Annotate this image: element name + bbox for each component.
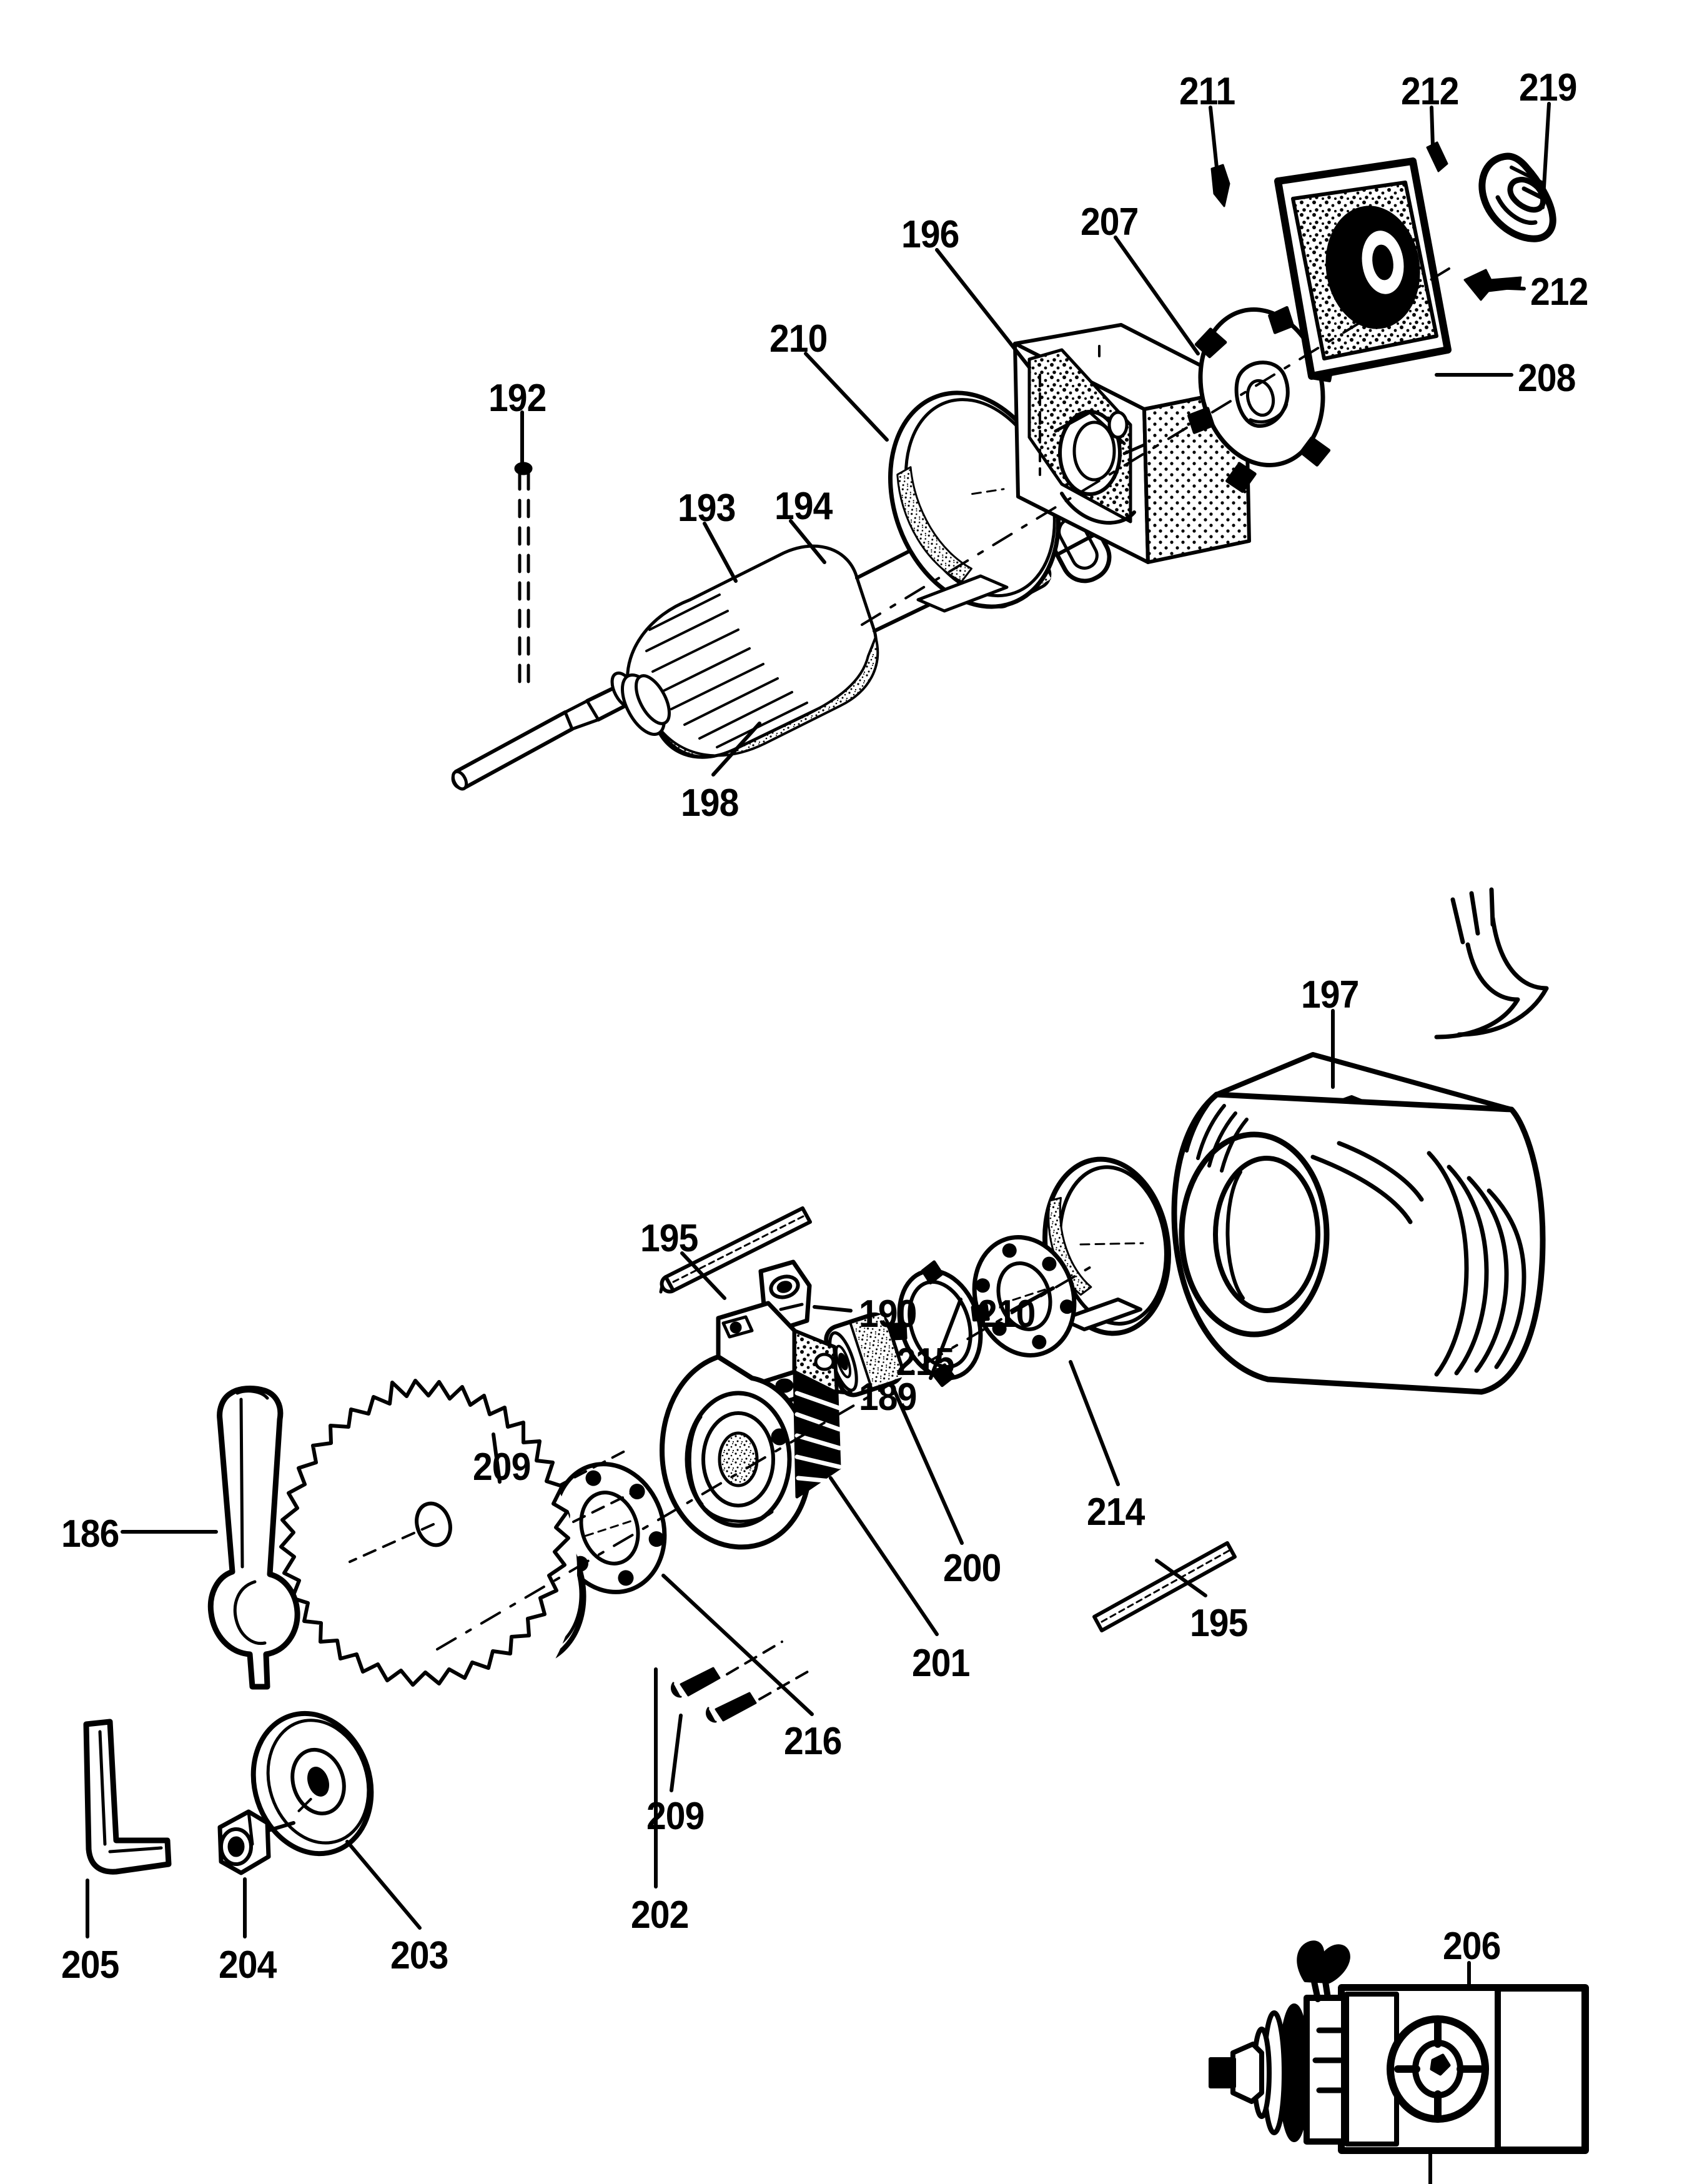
leader-195-right [1155,1559,1207,1597]
callout-207-cooling-fan: 207 [1081,201,1139,244]
callout-205-hex-key-allen-wrench: 205 [61,1943,119,1987]
leader-209-upper [492,1432,502,1484]
part-198-armature [451,518,988,791]
callout-210-o-ring-gasket: 210 [769,317,828,360]
leader-210-lower [1010,1286,1055,1313]
callout-198-armature-assembly: 198 [681,782,739,825]
leader-209-lower [670,1714,683,1792]
callout-219-cord-clip: 219 [1519,66,1577,109]
leader-189 [813,1387,853,1395]
callout-193-ball-bearing: 193 [678,487,736,530]
callout-190-spindle-lock-button: 190 [859,1293,917,1336]
callout-200-ball-bearing: 200 [943,1547,1001,1590]
leader-219 [1541,102,1551,209]
leader-193 [703,522,738,583]
leader-212-right [1493,285,1526,290]
part-212-screw-right [1463,269,1522,301]
callout-204-arbor-nut: 204 [219,1943,277,1987]
leader-203 [345,1840,422,1930]
callout-201-worm-gear-pinion: 201 [912,1642,970,1685]
callout-210-o-ring-gasket: 210 [977,1293,1036,1336]
part-203-blade-washer [250,1710,374,1857]
part-212-screw-upper [1426,141,1448,172]
callout-208-end-cap-cover: 208 [1518,357,1576,400]
leader-215 [929,1298,962,1380]
part-201-gearcase-worm [660,1301,842,1550]
callout-215-gasket-plate: 215 [896,1341,954,1384]
callout-202-outer-blade-flange: 202 [631,1894,689,1937]
leader-212-upper [1430,106,1435,148]
leader-lines [86,102,1551,2184]
callout-209-screw: 209 [473,1446,531,1489]
part-207-fan [1187,305,1335,493]
part-205-hex-key [83,1719,172,1875]
leader-198 [711,722,761,777]
leader-194 [789,519,826,564]
callout-216-inner-blade-flange: 216 [784,1720,842,1763]
callout-197-field-motor-housing: 197 [1301,973,1359,1016]
leader-190 [813,1305,853,1313]
callout-206-complete-motor-assembly: 206 [1443,1925,1501,1968]
leader-214 [1069,1360,1120,1486]
part-219-cord-clip [1478,152,1556,242]
part-209-screws-lower [671,1640,813,1723]
leader-211 [1209,106,1219,169]
callout-209-screw: 209 [646,1795,705,1838]
callout-212-screw: 212 [1530,271,1588,314]
callout-196-field-case-end-bell: 196 [901,213,959,256]
leader-201 [829,1476,939,1636]
leader-210-upper [804,352,889,442]
leader-196 [935,248,1031,369]
callout-192-brush-cap-screw-pin: 192 [488,377,547,420]
callout-203-blade-washer: 203 [390,1934,448,1977]
leader-216 [661,1574,814,1716]
callout-214-bearing-plate-flange: 214 [1087,1491,1145,1534]
part-197-motor-housing [1171,887,1549,1395]
callout-194-bearing-retainer-clip: 194 [774,485,833,528]
callout-195-brush-spring-rod: 195 [1190,1602,1248,1645]
callout-189-lock-pin-washer: 189 [859,1376,917,1419]
part-208-end-cap [1274,157,1452,380]
part-204-arbor-nut [217,1809,295,1875]
leader-195-left [680,1251,726,1300]
part-211-screw [1210,164,1230,207]
part-206-assembled-motor [1209,1940,1589,2154]
leader-207 [1114,236,1200,355]
callout-212-screw: 212 [1401,70,1459,113]
part-192-pin [514,462,533,692]
part-195-rod-right [1092,1541,1237,1632]
callout-195-brush-spring-rod: 195 [640,1217,698,1260]
part-186-wrench [207,1386,300,1690]
part-195-rod-left [659,1206,812,1294]
callout-211-screw: 211 [1179,70,1235,113]
callout-186-open-end-wrench: 186 [61,1512,119,1556]
leader-200 [893,1389,964,1545]
